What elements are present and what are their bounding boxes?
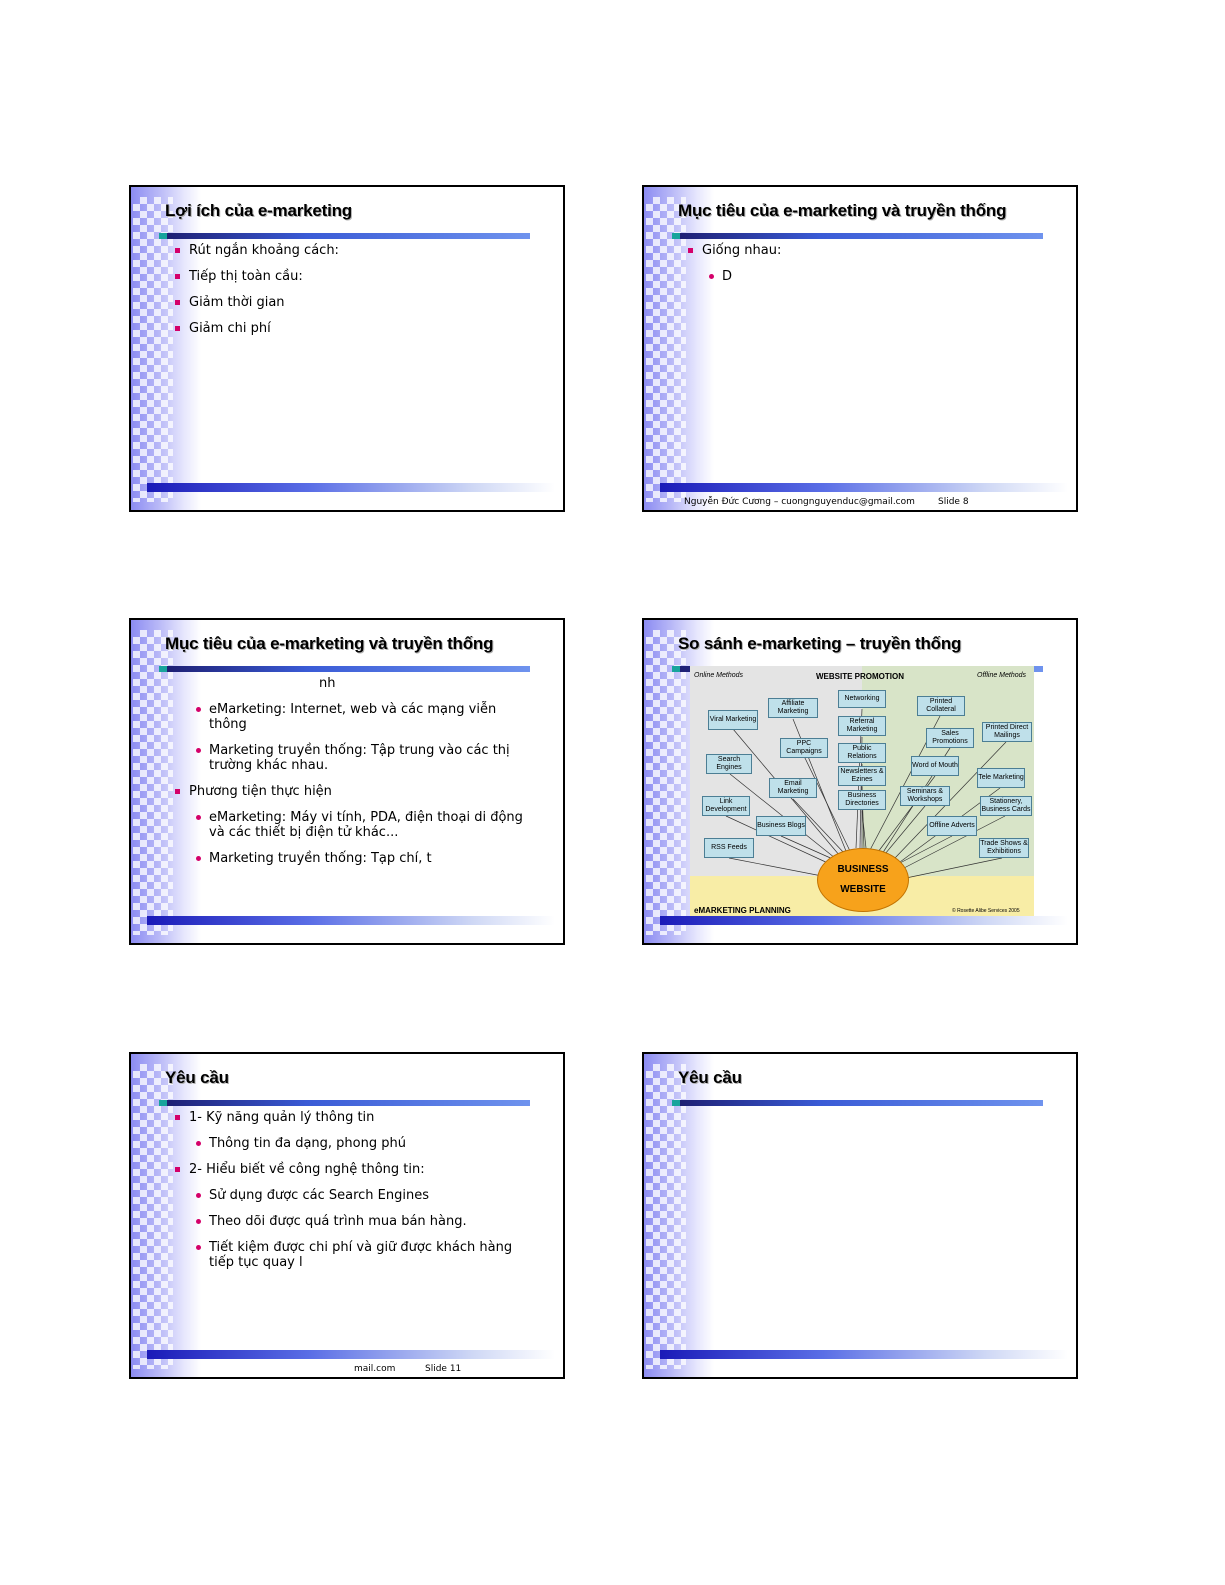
bullet-list: 1- Kỹ năng quản lý thông tin Thông tin đ… <box>175 1110 525 1281</box>
list-item: Giảm thời gian <box>175 295 525 310</box>
diagram-node: Search Engines <box>706 754 752 774</box>
list-item: Giống nhau: <box>688 243 1038 258</box>
diagram-node: Newsletters & Ezines <box>838 766 886 786</box>
diagram-node: RSS Feeds <box>704 838 754 858</box>
slide-number: Slide 11 <box>425 1364 462 1374</box>
list-item: Thông tin đa dạng, phong phú <box>175 1136 525 1151</box>
list-item: Rút ngắn khoảng cách: <box>175 243 525 258</box>
list-item: Tiết kiệm được chi phí và giữ được khách… <box>175 1240 525 1270</box>
slide-4: So sánh e-marketing – truyền thống <box>642 618 1078 945</box>
list-item: eMarketing: Máy vi tính, PDA, điện thoại… <box>175 810 525 840</box>
list-item: Marketing truyền thống: Tập trung vào cá… <box>175 743 525 773</box>
diagram-node: Offline Adverts <box>927 816 977 836</box>
list-item: Marketing truyền thống: Tạp chí, t <box>175 851 525 866</box>
slide-title: Yêu cầu <box>678 1068 742 1087</box>
diagram-node: Sales Promotions <box>926 728 974 748</box>
diagram-node: Link Development <box>702 796 750 816</box>
list-item: Theo dõi được quá trình mua bán hàng. <box>175 1214 525 1229</box>
diagram-node: Viral Marketing <box>708 710 758 730</box>
list-item: 2- Hiểu biết về công nghệ thông tin: <box>175 1162 525 1177</box>
diagram-node: Printed Direct Mailings <box>982 722 1032 742</box>
diagram-node: Email Marketing <box>769 778 817 798</box>
slide-title: So sánh e-marketing – truyền thống <box>678 634 962 653</box>
business-website-hub: BUSINESS WEBSITE <box>817 848 909 912</box>
list-item: Phương tiện thực hiện <box>175 784 525 799</box>
slide-5: Yêu cầu 1- Kỹ năng quản lý thông tin Thô… <box>129 1052 565 1379</box>
slide-title: Mục tiêu của e-marketing và truyền thống <box>678 201 1007 220</box>
website-promotion-diagram: Online Methods WEBSITE PROMOTION Offline… <box>690 666 1034 918</box>
slide-title: Mục tiêu của e-marketing và truyền thống <box>165 634 494 653</box>
offline-methods-label: Offline Methods <box>977 672 1027 679</box>
bullet-list: Giống nhau: D <box>688 243 1038 295</box>
diagram-node: Affiliate Marketing <box>768 698 818 718</box>
diagram-node: Trade Shows & Exhibitions <box>979 838 1029 858</box>
slide-footer-author: Nguyễn Đức Cương – cuongnguyenduc@gmail.… <box>684 497 915 507</box>
list-item: 1- Kỹ năng quản lý thông tin <box>175 1110 525 1125</box>
slide-6: Yêu cầu <box>642 1052 1078 1379</box>
list-item: Giảm chi phí <box>175 321 525 336</box>
online-methods-label: Online Methods <box>694 672 744 679</box>
diagram-node: Stationery, Business Cards <box>980 796 1032 816</box>
slide-1: Lợi ích của e-marketing Rút ngắn khoảng … <box>129 185 565 512</box>
slide-2: Mục tiêu của e-marketing và truyền thống… <box>642 185 1078 512</box>
diagram-node: Business Blogs <box>756 816 806 836</box>
slide-number: Slide 8 <box>938 497 969 507</box>
slide-title: Lợi ích của e-marketing <box>165 201 352 220</box>
diagram-node: Printed Collateral <box>917 696 965 716</box>
list-item: D <box>688 269 1038 284</box>
diagram-node: Public Relations <box>838 743 886 763</box>
list-item: eMarketing: Internet, web và các mạng vi… <box>175 702 525 732</box>
slide-3: Mục tiêu của e-marketing và truyền thống… <box>129 618 565 945</box>
slide-title: Yêu cầu <box>165 1068 229 1087</box>
list-item: Sử dụng được các Search Engines <box>175 1188 525 1203</box>
diagram-node: PPC Campaigns <box>780 738 828 758</box>
diagram-node: Business Directories <box>838 790 886 810</box>
list-item: nh <box>319 676 336 691</box>
bullet-list: nh eMarketing: Internet, web và các mạng… <box>175 676 525 877</box>
diagram-node: Word of Mouth <box>911 756 959 776</box>
bullet-list: Rút ngắn khoảng cách: Tiếp thị toàn cầu:… <box>175 243 525 347</box>
diagram-node: Referral Marketing <box>838 716 886 736</box>
slide-footer-author: mail.com <box>354 1364 396 1374</box>
list-item: Tiếp thị toàn cầu: <box>175 269 525 284</box>
diagram-footer-left: eMARKETING PLANNING <box>694 906 791 915</box>
diagram-header: WEBSITE PROMOTION <box>816 672 904 681</box>
diagram-node: Seminars & Workshops <box>900 786 950 806</box>
diagram-node: Networking <box>838 690 886 708</box>
diagram-node: Tele Marketing <box>977 768 1025 788</box>
diagram-footer-right: © Rosette Alibe Services 2005 <box>952 908 1020 914</box>
